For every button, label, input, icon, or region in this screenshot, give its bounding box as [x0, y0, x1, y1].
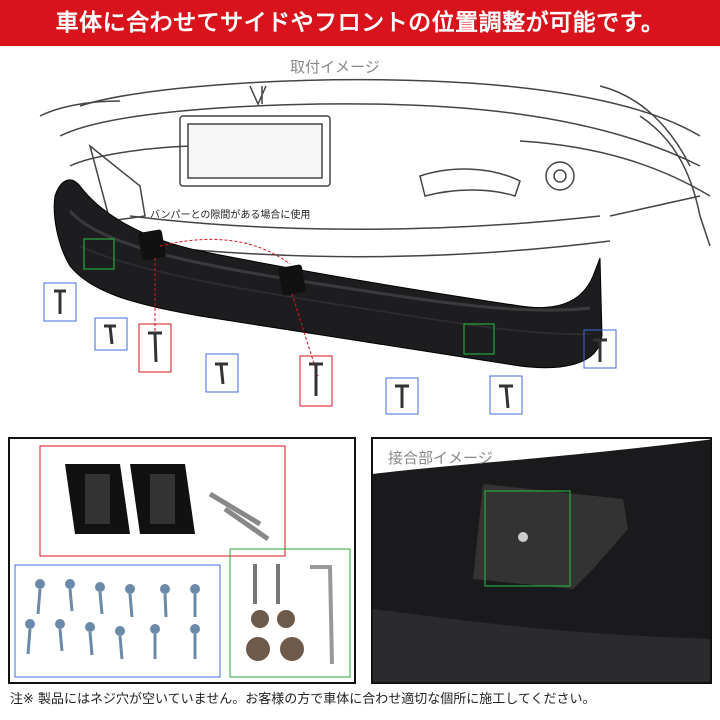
- joint-panel: [371, 437, 712, 684]
- bolt-icon: [253, 564, 280, 604]
- screw-icon: [43, 282, 617, 415]
- front-lip-spoiler: [53, 179, 603, 369]
- installation-scene: [39, 78, 711, 415]
- screw-icon: [25, 579, 200, 636]
- bolt-icon: [208, 491, 270, 542]
- spacer-usage-note: バンパーとの隙間がある場合に使用: [150, 210, 311, 221]
- footnote: 注※ 製品にはネジ穴が空いていません。お客様の方で車体に合わせ適切な個所に施工し…: [10, 692, 596, 707]
- rubber-spacer-icon: [65, 464, 195, 534]
- hex-key-icon: [310, 565, 334, 665]
- rubber-spacer-icon: [138, 229, 306, 296]
- joint-image-caption: 接合部イメージ: [388, 449, 493, 467]
- washer-icon: [246, 610, 304, 661]
- car-front-sketch: [39, 78, 711, 258]
- parts-panel: [8, 437, 356, 684]
- parts-illustration: [14, 445, 351, 678]
- header-banner: 車体に合わせてサイドやフロントの位置調整が可能です。: [0, 0, 720, 46]
- joint-illustration: [373, 439, 710, 682]
- installation-image-caption: 取付イメージ: [290, 58, 380, 76]
